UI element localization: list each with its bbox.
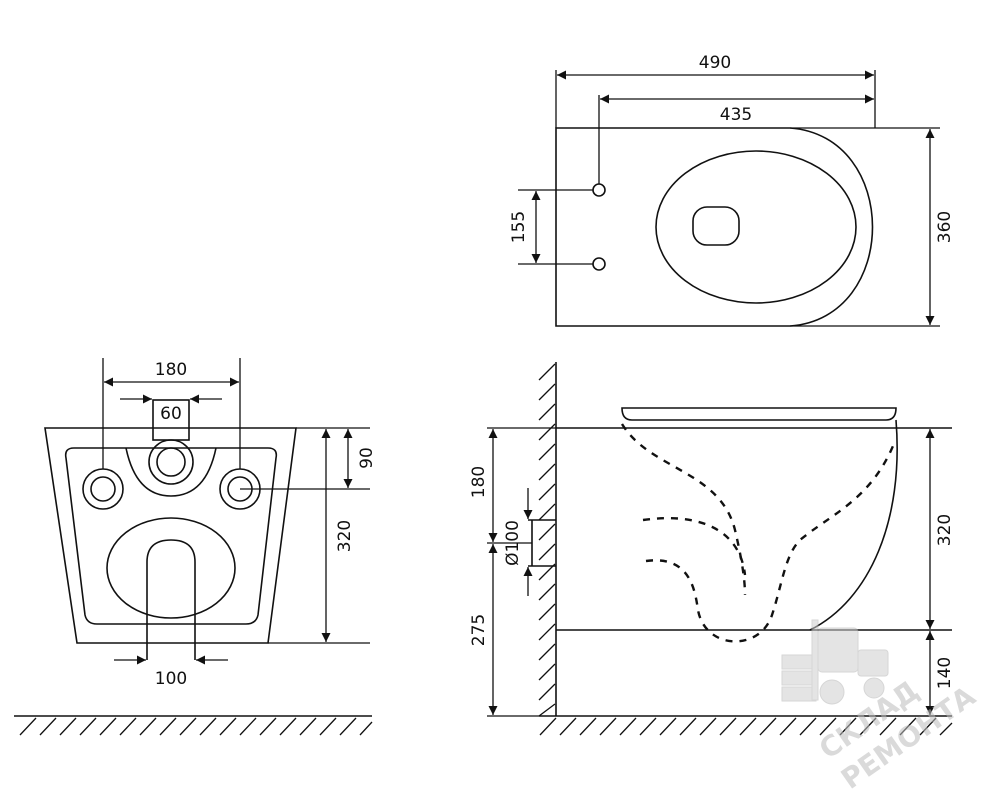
dim-label-435: 435 bbox=[720, 105, 752, 125]
dim-label-180-side: 180 bbox=[469, 466, 489, 498]
top-view-bolt-hole-lower bbox=[592, 257, 606, 271]
dim-label-275: 275 bbox=[469, 614, 489, 646]
watermark-logo: СКЛАД РЕМОНТА bbox=[781, 619, 982, 796]
front-view-bowl bbox=[106, 517, 236, 619]
dim-label-155: 155 bbox=[509, 211, 529, 243]
dim-label-320-front: 320 bbox=[335, 520, 355, 552]
side-view-trap-hidden bbox=[620, 423, 747, 596]
top-view-outline bbox=[555, 127, 874, 327]
side-view-wall-hatch bbox=[538, 363, 556, 717]
side-view: 180 Ø100 275 320 140 bbox=[469, 362, 955, 736]
top-view-bolt-hole-upper bbox=[592, 183, 606, 197]
dim-label-180-front: 180 bbox=[155, 360, 187, 380]
side-view-seat bbox=[621, 407, 897, 421]
front-view: 180 60 90 320 100 bbox=[14, 358, 377, 736]
forklift-icon bbox=[781, 619, 889, 705]
top-view-drain bbox=[692, 206, 740, 246]
dim-label-60: 60 bbox=[160, 404, 182, 424]
front-view-floor-hatch bbox=[19, 717, 373, 736]
dim-label-490: 490 bbox=[699, 53, 731, 73]
dim-label-320-side: 320 bbox=[935, 514, 955, 546]
top-view: 490 435 155 360 bbox=[509, 53, 955, 327]
top-view-bowl bbox=[655, 150, 857, 304]
dim-label-pipe-diameter: Ø100 bbox=[503, 520, 523, 566]
dim-label-90: 90 bbox=[357, 447, 377, 469]
dim-label-100-front: 100 bbox=[155, 669, 187, 689]
side-view-body bbox=[809, 419, 898, 631]
side-view-floor-hatch bbox=[539, 717, 953, 736]
dim-label-140: 140 bbox=[935, 657, 955, 689]
front-view-inner-contour bbox=[64, 447, 278, 625]
dim-label-360: 360 bbox=[935, 211, 955, 243]
front-view-bolt-left bbox=[82, 468, 124, 510]
front-view-inlet bbox=[146, 539, 196, 660]
